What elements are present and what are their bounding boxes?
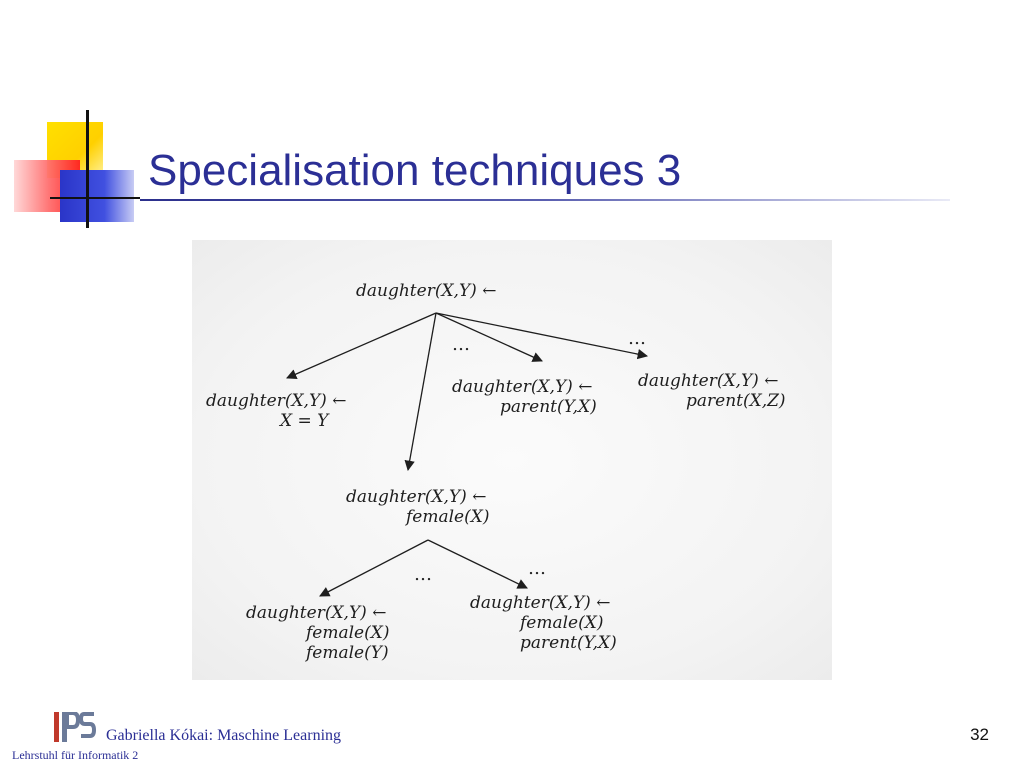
node-female-body: female(X): [404, 507, 489, 527]
slide-title: Specialisation techniques 3: [148, 146, 682, 195]
root-node: daughter(X,Y) ←: [356, 281, 496, 301]
node-parent-xz-body: parent(X,Z): [686, 391, 786, 411]
node-parent-yx-body: parent(Y,X): [500, 397, 597, 417]
footer-chair: Lehrstuhl für Informatik 2: [12, 748, 139, 762]
node-female-y-line3: female(Y): [304, 643, 389, 663]
node-equal-body: X = Y: [278, 411, 330, 431]
node-female-y-head: daughter(X,Y) ←: [246, 603, 386, 623]
footer-author: Gabriella Kókai: Maschine Learning: [106, 727, 342, 744]
ellipsis-lower-left: …: [414, 564, 432, 585]
edge-female-to-female-y: [319, 539, 429, 597]
edge-root-to-female: [404, 312, 437, 472]
edge-female-to-parent-yx: [427, 539, 528, 589]
lps-logo-icon: [54, 712, 97, 742]
node-female-parent-line3: parent(Y,X): [520, 633, 617, 653]
decor-vertical-line: [86, 110, 89, 228]
edge-root-to-parent-xz: [435, 312, 649, 360]
node-parent-xz-head: daughter(X,Y) ←: [638, 371, 778, 391]
decor-horizontal-line: [50, 197, 140, 199]
node-female-y-line2: female(X): [304, 623, 389, 643]
node-female-parent-line2: female(X): [518, 613, 603, 633]
ellipsis-upper-right: …: [628, 328, 646, 349]
specialisation-tree: daughter(X,Y) ← … … … … daughter(X,Y) ← …: [206, 281, 786, 663]
node-female-head: daughter(X,Y) ←: [346, 487, 486, 507]
edge-root-to-equal: [286, 312, 437, 380]
edge-root-to-parent-yx: [435, 312, 543, 362]
figure-scan: daughter(X,Y) ← … … … … daughter(X,Y) ← …: [192, 240, 832, 680]
decor-blue-square: [60, 170, 134, 222]
title-underline: [140, 199, 950, 201]
node-equal-head: daughter(X,Y) ←: [206, 391, 346, 411]
node-parent-yx-head: daughter(X,Y) ←: [452, 377, 592, 397]
ellipsis-lower-right: …: [528, 558, 546, 579]
page-number: 32: [970, 725, 989, 744]
ellipsis-upper-left: …: [452, 334, 470, 355]
node-female-parent-head: daughter(X,Y) ←: [470, 593, 610, 613]
